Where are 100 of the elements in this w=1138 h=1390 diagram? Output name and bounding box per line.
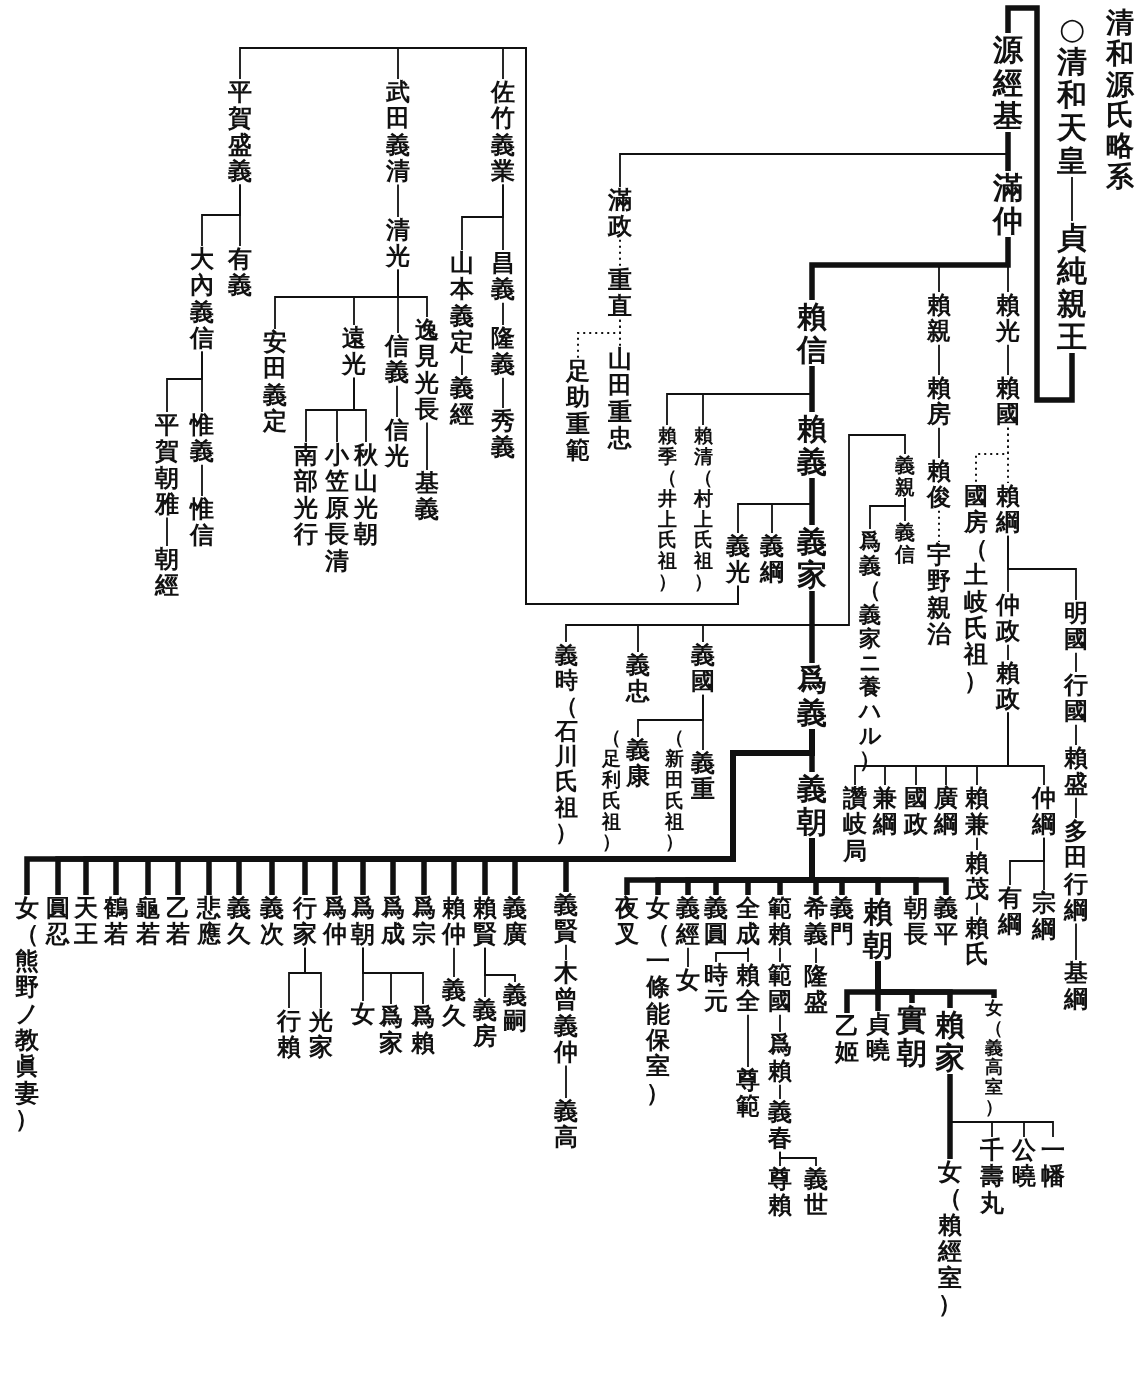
person-name: 武田義清 xyxy=(386,79,410,185)
person-name: 信義 xyxy=(385,333,409,386)
person-name: 尊賴 xyxy=(768,1166,792,1219)
person-name: 源經基 xyxy=(993,33,1023,132)
lineage-line xyxy=(1075,723,1077,746)
person-name: 安田義定 xyxy=(263,329,287,435)
lineage-line xyxy=(1007,643,1009,661)
person-name: 佐竹義業 xyxy=(491,79,515,185)
person-name: 義久 xyxy=(442,977,466,1030)
lineage-line xyxy=(779,1150,817,1167)
person-name: 女（熊野ノ教眞妻） xyxy=(15,895,39,1133)
person-name: 賴仲 xyxy=(442,895,466,948)
lineage-line xyxy=(461,183,504,251)
person-name: 賴國 xyxy=(996,375,1020,428)
lineage-line xyxy=(1071,176,1073,222)
person-name: 重直 xyxy=(608,267,632,320)
lineage-line xyxy=(166,516,168,547)
person-name: 希義 xyxy=(804,895,828,948)
person-name: 爲賴 xyxy=(768,1032,792,1085)
person-name: 悲應 xyxy=(197,895,221,948)
person-name: 明國 xyxy=(1064,600,1088,653)
lineage-line xyxy=(687,946,689,968)
person-name: 讚岐局 xyxy=(843,785,867,865)
lineage-line xyxy=(1007,534,1009,593)
lineage-line xyxy=(715,946,749,963)
person-name: 賴茂 xyxy=(965,850,989,903)
person-name: 秋山光朝 xyxy=(354,442,378,548)
person-name: 昌義 xyxy=(491,250,515,303)
lineage-line xyxy=(809,237,1011,300)
lineage-line xyxy=(637,693,704,738)
person-name: 公曉 xyxy=(1012,1137,1036,1190)
person-name: 國政 xyxy=(904,785,928,838)
person-name: 滿仲 xyxy=(993,171,1023,237)
person-name: 賴親 xyxy=(927,292,951,345)
person-name: 宗綱 xyxy=(1032,890,1056,943)
person-name: 賴家 xyxy=(935,1008,965,1074)
person-name: 山田重忠 xyxy=(608,346,632,452)
lineage-line xyxy=(453,946,455,978)
lineage-line xyxy=(565,1064,567,1099)
person-name: 平賀朝雅 xyxy=(155,412,179,518)
person-name: 義信 xyxy=(895,521,915,565)
person-name: 大內義信 xyxy=(190,246,214,352)
person-name: 仲綱 xyxy=(1032,785,1056,838)
lineage-line xyxy=(747,1013,749,1068)
person-name: 義圓 xyxy=(704,895,728,948)
lineage-line xyxy=(1005,132,1011,171)
person-name: 義康 xyxy=(626,737,650,790)
person-name: 朝經 xyxy=(155,546,179,599)
person-name: 範賴 xyxy=(768,895,792,948)
person-name: 義門 xyxy=(830,895,854,948)
person-name: 義家 xyxy=(797,525,827,591)
person-name: 滿政 xyxy=(608,187,632,240)
person-name: 圓忍 xyxy=(46,895,70,948)
lineage-line xyxy=(502,376,504,409)
person-name: 乙若 xyxy=(166,895,190,948)
person-name: 賴光 xyxy=(996,292,1020,345)
lineage-line xyxy=(565,943,567,961)
person-name: 隆盛 xyxy=(804,963,828,1016)
lineage-line xyxy=(426,421,428,471)
person-name: 實朝 xyxy=(897,1003,927,1069)
name-annotation: （足利氏祖） xyxy=(601,727,621,853)
person-name: 惟信 xyxy=(190,496,214,549)
lineage-line xyxy=(502,301,504,326)
lineage-line xyxy=(565,590,813,643)
person-name: 基義 xyxy=(415,470,439,523)
person-name: 義朝 xyxy=(797,772,827,838)
person-name: 爲朝 xyxy=(351,895,375,948)
person-name: 義平 xyxy=(934,895,958,948)
person-name: 鶴若 xyxy=(104,895,128,948)
person-name: 貞純親王 xyxy=(1057,221,1087,353)
lineage-line xyxy=(938,343,940,376)
person-name: 天王 xyxy=(74,895,98,948)
person-name: 兼綱 xyxy=(873,785,897,838)
lineage-line xyxy=(947,1074,953,1159)
person-name: 小笠原長清 xyxy=(325,442,349,574)
person-name: 貞曉 xyxy=(866,1011,890,1064)
person-name: 龜若 xyxy=(136,895,160,948)
name-annotation: （新田氏祖） xyxy=(664,727,684,853)
lineage-line xyxy=(809,478,815,525)
lineage-line xyxy=(809,366,815,412)
person-name: 義廣 xyxy=(503,895,527,948)
lineage-line xyxy=(737,477,813,534)
person-name: 義國 xyxy=(691,642,715,695)
person-name: 南部光行 xyxy=(294,442,318,548)
lineage-line xyxy=(976,836,978,851)
person-name: 女 xyxy=(676,967,700,994)
person-name: 義高 xyxy=(554,1098,578,1151)
person-name: 逸見光長 xyxy=(415,317,439,423)
person-name: 時元 xyxy=(704,962,728,1015)
lineage-line xyxy=(976,901,978,916)
person-name: 賴房 xyxy=(927,375,951,428)
person-name: 行賴 xyxy=(277,1008,301,1061)
lineage-line xyxy=(288,946,306,1009)
person-name: 義春 xyxy=(768,1099,792,1152)
person-name: 女（賴經室） xyxy=(938,1159,962,1318)
person-name: 遠光 xyxy=(342,325,366,378)
person-name: 範國 xyxy=(768,962,792,1015)
person-name: 賴義 xyxy=(797,412,827,478)
person-name: 爲家 xyxy=(379,1004,403,1057)
person-name: 仲政 xyxy=(996,592,1020,645)
